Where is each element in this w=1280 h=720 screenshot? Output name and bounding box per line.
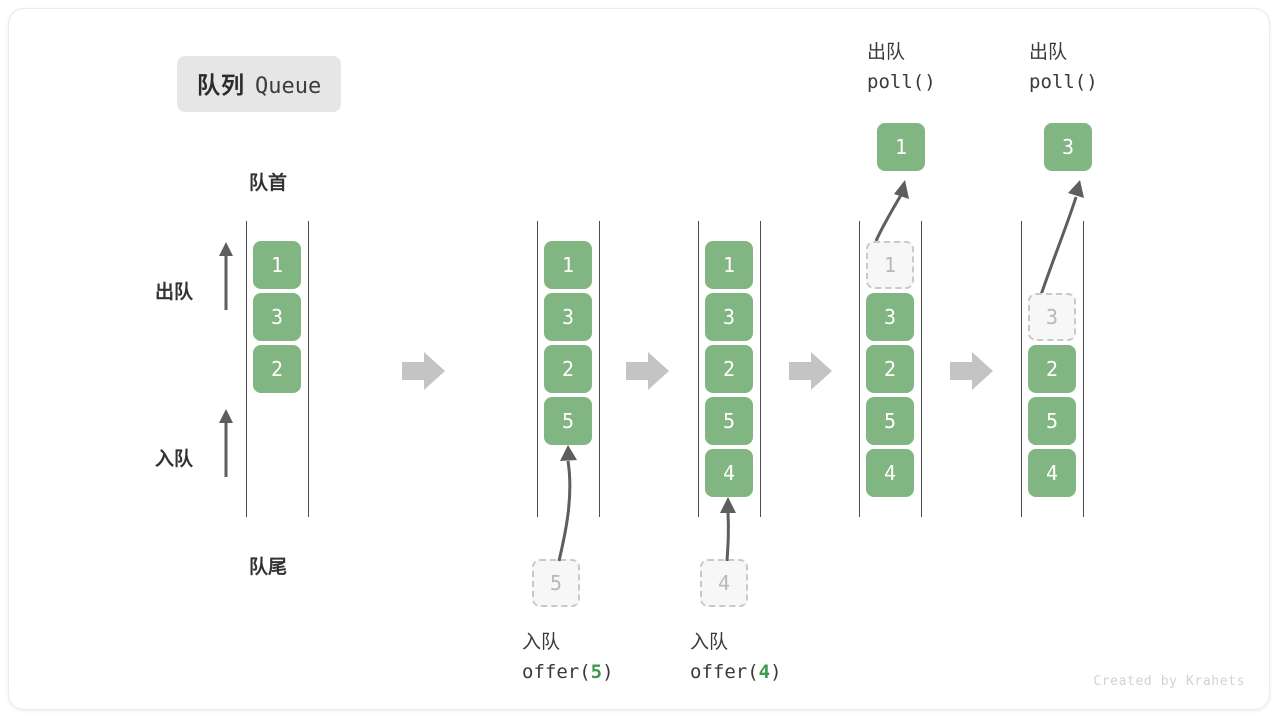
queue-box: 3 bbox=[544, 293, 592, 341]
label-dequeue-direction: 出队 bbox=[155, 282, 194, 303]
operation-code: poll() bbox=[867, 70, 936, 93]
removed-ghost-box: 3 bbox=[1028, 293, 1076, 341]
operation-name: 入队 bbox=[522, 632, 561, 653]
column-3-rail-left bbox=[698, 221, 699, 517]
enqueue-curve-arrow-icon bbox=[557, 445, 577, 562]
incoming-ghost-box: 5 bbox=[532, 559, 580, 607]
step-arrow-icon bbox=[789, 352, 832, 390]
footer-credit: Created by Krahets bbox=[1093, 674, 1245, 689]
dequeue-arrow-icon bbox=[219, 242, 233, 310]
label-queue-head: 队首 bbox=[249, 173, 288, 194]
operation-code-argument: 5 bbox=[590, 660, 603, 683]
queue-box: 5 bbox=[866, 397, 914, 445]
column-5-rail-right bbox=[1083, 221, 1084, 517]
queue-box: 5 bbox=[544, 397, 592, 445]
column-4-rail-left bbox=[859, 221, 860, 517]
popped-value-box: 3 bbox=[1044, 123, 1092, 171]
queue-box: 2 bbox=[1028, 345, 1076, 393]
title-badge: 队列 Queue bbox=[177, 56, 342, 112]
queue-box: 3 bbox=[253, 293, 301, 341]
column-2-rail-left bbox=[537, 221, 538, 517]
operation-code: poll() bbox=[1029, 70, 1098, 93]
operation-name: 出队 bbox=[1029, 42, 1068, 63]
step-arrow-icon bbox=[950, 352, 993, 390]
column-3-rail-right bbox=[760, 221, 761, 517]
label-enqueue-direction: 入队 bbox=[155, 449, 194, 470]
removed-ghost-box: 1 bbox=[866, 241, 914, 289]
enqueue-curve-arrow-icon bbox=[720, 497, 736, 562]
column-5-rail-left bbox=[1021, 221, 1022, 517]
queue-box: 5 bbox=[1028, 397, 1076, 445]
enqueue-arrow-icon bbox=[219, 409, 233, 477]
column-4-rail-right bbox=[921, 221, 922, 517]
title-english: Queue bbox=[255, 74, 322, 99]
column-2-rail-right bbox=[599, 221, 600, 517]
operation-label-poll-2: 出队 poll() bbox=[1029, 39, 1139, 96]
label-queue-tail: 队尾 bbox=[249, 557, 288, 578]
queue-box: 3 bbox=[866, 293, 914, 341]
queue-box: 3 bbox=[705, 293, 753, 341]
queue-box: 2 bbox=[253, 345, 301, 393]
queue-box: 4 bbox=[705, 449, 753, 497]
diagram-card: 队列 Queue 队首 队尾 出队 入队 1 3 2 1 3 2 5 5 入队 … bbox=[8, 8, 1270, 710]
popped-value-box: 1 bbox=[877, 123, 925, 171]
operation-label-offer-5: 入队 offer(5) bbox=[522, 629, 637, 686]
incoming-ghost-box: 4 bbox=[700, 559, 748, 607]
queue-box: 4 bbox=[866, 449, 914, 497]
column-1-rail-left bbox=[246, 221, 247, 517]
queue-box: 1 bbox=[705, 241, 753, 289]
operation-name: 出队 bbox=[867, 42, 906, 63]
dequeue-curve-arrow-icon bbox=[1039, 180, 1084, 296]
step-arrow-icon bbox=[626, 352, 669, 390]
title-chinese: 队列 bbox=[197, 72, 245, 98]
operation-code-argument: 4 bbox=[758, 660, 771, 683]
queue-box: 4 bbox=[1028, 449, 1076, 497]
operation-label-poll-1: 出队 poll() bbox=[867, 39, 977, 96]
queue-box: 1 bbox=[253, 241, 301, 289]
queue-box: 5 bbox=[705, 397, 753, 445]
operation-name: 入队 bbox=[690, 632, 729, 653]
operation-code: offer(5) bbox=[522, 660, 614, 683]
queue-box: 2 bbox=[866, 345, 914, 393]
queue-box: 2 bbox=[705, 345, 753, 393]
column-1-rail-right bbox=[308, 221, 309, 517]
dequeue-curve-arrow-icon bbox=[874, 180, 909, 242]
step-arrow-icon bbox=[402, 352, 445, 390]
operation-code: offer(4) bbox=[690, 660, 782, 683]
queue-box: 2 bbox=[544, 345, 592, 393]
queue-box: 1 bbox=[544, 241, 592, 289]
operation-label-offer-4: 入队 offer(4) bbox=[690, 629, 805, 686]
